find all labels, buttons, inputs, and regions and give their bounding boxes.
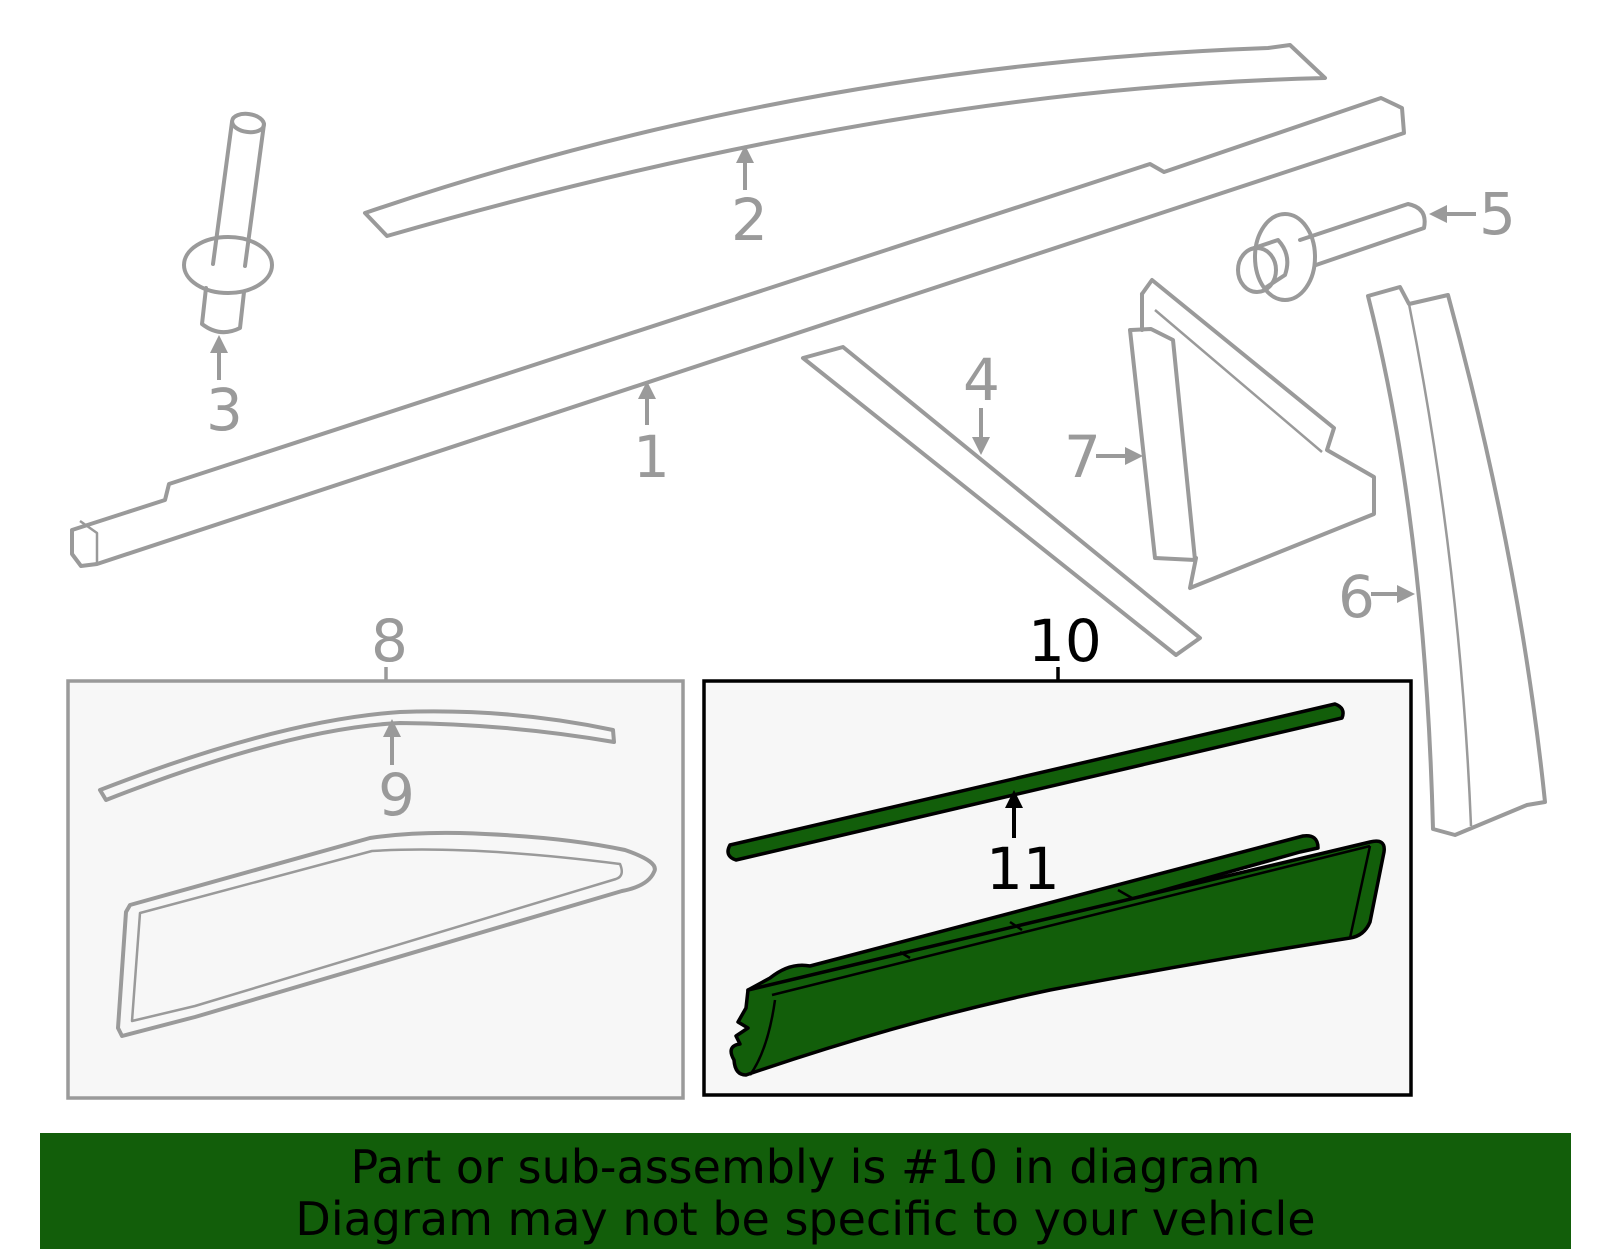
callout-2: 2 <box>731 186 768 254</box>
part-11-strip[interactable] <box>726 702 1345 862</box>
callout-5: 5 <box>1479 180 1516 248</box>
callout-7: 7 <box>1064 423 1101 491</box>
callout-arrows <box>210 145 1476 838</box>
footer-line-1: Part or sub-assembly is #10 in diagram <box>350 1140 1261 1194</box>
part-3-clip[interactable] <box>182 111 274 335</box>
callout-9: 9 <box>378 761 415 829</box>
part-2-roof-molding[interactable] <box>363 43 1327 238</box>
footer-line-2: Diagram may not be specific to your vehi… <box>295 1192 1316 1246</box>
part-5-bolt[interactable] <box>1236 202 1427 302</box>
part-1-belt-molding[interactable] <box>70 96 1406 568</box>
part-6-pillar-molding[interactable] <box>1366 285 1547 837</box>
part-9-molding[interactable] <box>98 709 616 802</box>
part-4-strip[interactable] <box>801 345 1202 657</box>
footer-banner: Part or sub-assembly is #10 in diagram D… <box>40 1133 1571 1249</box>
callout-8: 8 <box>371 607 408 675</box>
part-7-applique[interactable] <box>1128 278 1376 590</box>
callout-1: 1 <box>633 423 670 491</box>
window-glass-outline <box>116 830 657 1038</box>
callout-10: 10 <box>1028 607 1102 675</box>
part-10-door-molding[interactable] <box>729 834 1386 1077</box>
callout-3: 3 <box>206 376 243 444</box>
callout-4: 4 <box>963 346 1000 414</box>
callout-6: 6 <box>1338 563 1375 631</box>
callout-11: 11 <box>986 835 1060 903</box>
box-8 <box>66 667 685 1100</box>
